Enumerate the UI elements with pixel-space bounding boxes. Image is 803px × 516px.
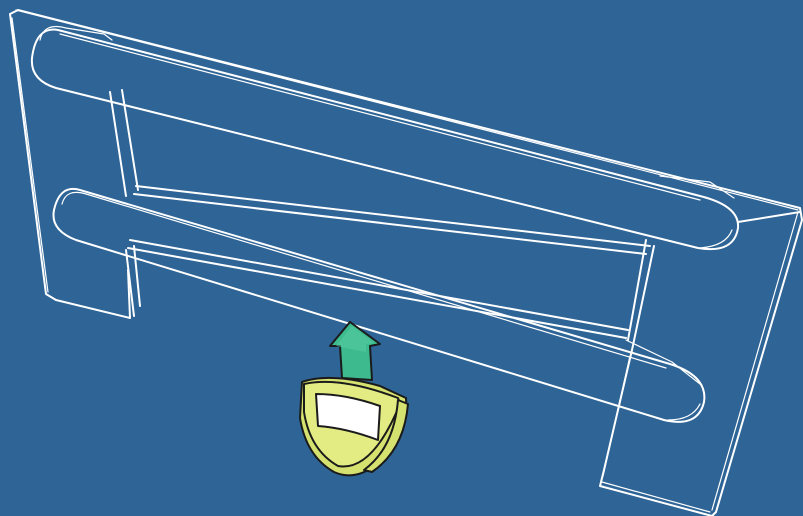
diagram-canvas: [0, 0, 803, 516]
background: [0, 0, 803, 516]
